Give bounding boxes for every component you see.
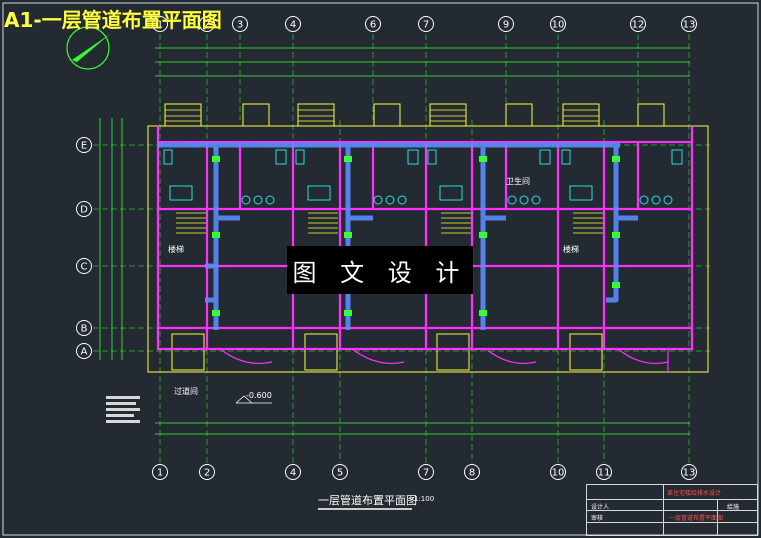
sheet-title: A1-一层管道布置平面图 xyxy=(4,8,222,32)
axis-top-10: 10 xyxy=(550,16,566,32)
axis-top-2: 2 xyxy=(199,16,215,32)
axis-row-B: B xyxy=(76,320,92,336)
walls xyxy=(156,126,694,351)
axis-bottom-11: 11 xyxy=(596,464,612,480)
axis-row-E: E xyxy=(76,137,92,153)
title-block-project: 某住宅楼给排水设计 xyxy=(667,490,722,497)
axis-bottom-1: 1 xyxy=(152,464,168,480)
axis-top-9: 9 xyxy=(498,16,514,32)
room-label-stair-2: 楼梯 xyxy=(563,245,579,254)
axis-bubbles-bottom: 1 2 4 5 7 8 10 11 13 xyxy=(152,464,697,480)
svg-text:B: B xyxy=(81,324,88,335)
svg-text:10: 10 xyxy=(552,468,565,479)
title-block-code: 给施 xyxy=(727,504,740,511)
drawing-scale: 1:100 xyxy=(414,495,435,503)
svg-text:E: E xyxy=(81,141,87,152)
svg-text:2: 2 xyxy=(204,468,210,479)
drawing-caption: 一层管道布置平面图 xyxy=(318,494,417,507)
title-block: 某住宅楼给排水设计 设计人 审核 一层管道布置平面图 给施 xyxy=(586,484,758,536)
pipe-network xyxy=(158,142,638,330)
room-label-bathroom: 卫生间 xyxy=(506,177,530,186)
elevation-marker xyxy=(235,395,272,404)
svg-text:12: 12 xyxy=(632,20,645,31)
svg-text:8: 8 xyxy=(469,468,475,479)
svg-text:D: D xyxy=(80,205,88,216)
plumbing-fixtures xyxy=(163,149,683,205)
valve-markers xyxy=(212,156,620,316)
svg-text:4: 4 xyxy=(290,468,296,479)
svg-text:10: 10 xyxy=(552,20,565,31)
room-label-stair-1: 楼梯 xyxy=(168,245,184,254)
svg-text:5: 5 xyxy=(337,468,343,479)
axis-top-4: 4 xyxy=(285,16,301,32)
svg-text:C: C xyxy=(81,262,88,273)
axis-row-C: C xyxy=(76,258,92,274)
svg-text:1: 1 xyxy=(157,20,163,31)
axis-row-D: D xyxy=(76,201,92,217)
axis-bottom-8: 8 xyxy=(464,464,480,480)
svg-text:11: 11 xyxy=(598,468,611,479)
watermark: 图 文 设 计 xyxy=(287,246,473,294)
north-arrow xyxy=(66,26,110,70)
axis-bottom-10: 10 xyxy=(550,464,566,480)
svg-text:7: 7 xyxy=(423,468,429,479)
axis-top-13: 13 xyxy=(681,16,697,32)
axis-row-A: A xyxy=(76,343,92,359)
svg-text:A: A xyxy=(81,347,88,358)
notes-block xyxy=(106,396,140,423)
axis-top-6: 6 xyxy=(365,16,381,32)
axis-bottom-4: 4 xyxy=(285,464,301,480)
bay-windows xyxy=(219,348,669,372)
stairs xyxy=(165,109,603,234)
axis-bottom-13: 13 xyxy=(681,464,697,480)
svg-text:7: 7 xyxy=(423,20,429,31)
svg-text:13: 13 xyxy=(683,468,696,479)
axis-top-3: 3 xyxy=(232,16,248,32)
axis-bottom-7: 7 xyxy=(418,464,434,480)
room-label-corridor: 过道间 xyxy=(174,387,198,396)
title-block-row2: 审核 xyxy=(591,515,604,522)
svg-text:6: 6 xyxy=(370,20,376,31)
axis-top-1: 1 xyxy=(152,16,168,32)
svg-text:2: 2 xyxy=(204,20,210,31)
title-block-row1: 设计人 xyxy=(591,504,610,511)
axis-top-7: 7 xyxy=(418,16,434,32)
svg-text:3: 3 xyxy=(237,20,243,31)
outline-yellow xyxy=(147,103,709,373)
axis-bubbles-left: E D C B A xyxy=(76,137,92,359)
svg-text:4: 4 xyxy=(290,20,296,31)
svg-text:1: 1 xyxy=(157,468,163,479)
elevation-text: -0.600 xyxy=(246,391,272,400)
svg-text:9: 9 xyxy=(503,20,509,31)
axis-bottom-5: 5 xyxy=(332,464,348,480)
axis-top-12: 12 xyxy=(630,16,646,32)
dimension-lines xyxy=(99,47,690,435)
axis-bottom-2: 2 xyxy=(199,464,215,480)
svg-text:13: 13 xyxy=(683,20,696,31)
title-block-sheet: 一层管道布置平面图 xyxy=(669,515,724,522)
